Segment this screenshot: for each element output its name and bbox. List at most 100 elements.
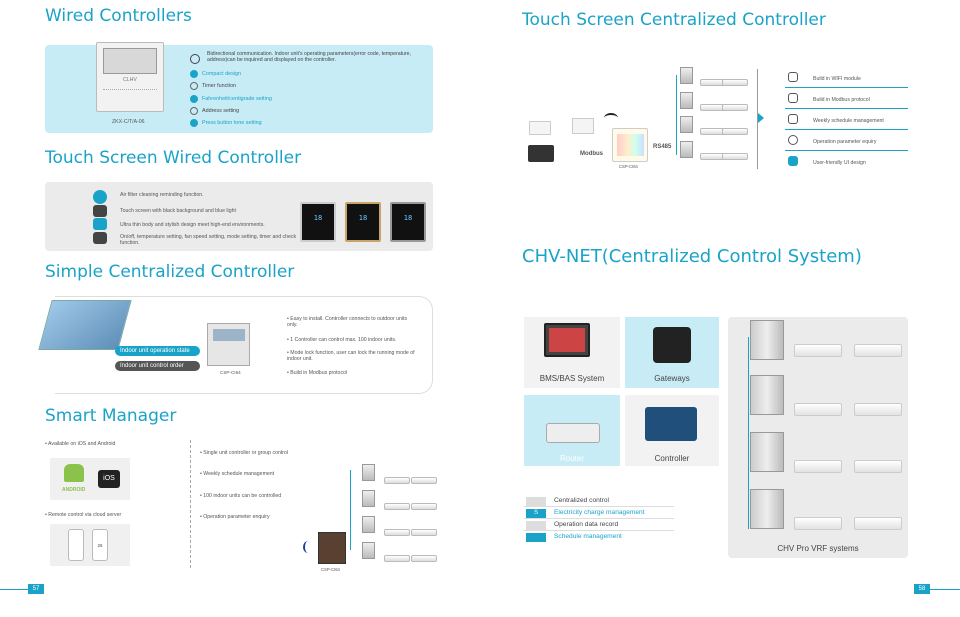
tile-gateways: Gateways bbox=[625, 317, 719, 388]
simple-feature-2: • 1 Controller can control max. 100 indo… bbox=[287, 337, 397, 343]
wired-controllers-title: Wired Controllers bbox=[45, 6, 192, 26]
phone-1 bbox=[68, 529, 84, 561]
controller-screen bbox=[103, 48, 157, 74]
controller-icon bbox=[645, 407, 697, 441]
communication-icon bbox=[190, 54, 200, 64]
touch-panel-gold: 18 bbox=[345, 202, 381, 242]
legend-4: Schedule management bbox=[524, 532, 674, 543]
app-store-box: ANDROID iOS bbox=[50, 458, 130, 500]
schedule-management-icon bbox=[526, 533, 546, 542]
smart-device-label: CSP-CI64 bbox=[321, 567, 340, 572]
central-feature-4: Operation parameter equiry bbox=[785, 131, 908, 151]
controller-buttons bbox=[103, 89, 157, 105]
smart-manager-title: Smart Manager bbox=[45, 406, 177, 426]
control-order-label: Indoor unit control order bbox=[115, 361, 200, 371]
router-device bbox=[572, 118, 594, 134]
wired-feature-3: Fahrenheit/centigrade setting bbox=[190, 95, 272, 103]
touch-panel-grey: 18 bbox=[390, 202, 426, 242]
simple-device-label: CSP-CI64 bbox=[220, 370, 241, 375]
central-touch-device bbox=[612, 128, 648, 162]
phone-2: 26 bbox=[92, 529, 108, 561]
location-icon bbox=[190, 107, 198, 115]
central-feature-3: Weekly schedule management bbox=[785, 110, 908, 130]
schedule-icon bbox=[788, 114, 798, 124]
bell-icon bbox=[190, 119, 198, 127]
android-label: ANDROID bbox=[62, 487, 86, 493]
user-icon bbox=[788, 156, 798, 166]
vrf-systems-label: CHV Pro VRF systems bbox=[777, 544, 859, 553]
page-number-58: 58 bbox=[914, 584, 930, 594]
legend-1: Centralized control bbox=[524, 496, 674, 507]
smart-gateway-device bbox=[318, 532, 346, 564]
wired-feature-5: Press button tone setting bbox=[190, 119, 262, 127]
thermometer-icon bbox=[190, 95, 198, 103]
rs485-label: RS485 bbox=[653, 144, 672, 150]
smart-right-2: • Weekly schedule management bbox=[200, 471, 275, 477]
wired-feature-4: Address setting bbox=[190, 107, 239, 115]
vrf-systems-panel: CHV Pro VRF systems bbox=[728, 317, 908, 558]
wall-switch bbox=[529, 121, 551, 135]
touch-feature-1: Air filter cleaning reminding function. bbox=[120, 192, 204, 198]
simple-feature-1: • Easy to install. Controller connects t… bbox=[287, 316, 408, 329]
filter-icon bbox=[93, 190, 107, 204]
central-feature-5: User-friendly UI design bbox=[785, 152, 908, 172]
centralized-control-icon bbox=[526, 497, 546, 506]
router-icon bbox=[546, 423, 600, 443]
search-icon bbox=[788, 135, 798, 145]
page-number-57: 57 bbox=[28, 584, 44, 594]
smart-right-1: • Single unit controller or group contro… bbox=[200, 450, 289, 456]
operation-state-label: Indoor unit operation state bbox=[115, 346, 200, 356]
wired-controller-device: CLHV bbox=[96, 42, 164, 112]
arrow-icon bbox=[758, 113, 764, 123]
settings-icon bbox=[93, 232, 107, 244]
simple-feature-4: • Build in Modbus protocol bbox=[287, 370, 348, 376]
gateway-icon bbox=[653, 327, 691, 363]
tile-router: Router bbox=[524, 395, 620, 466]
data-record-icon bbox=[526, 521, 546, 530]
timer-icon bbox=[190, 82, 198, 90]
smart-right-4: • Operation parameter enquiry bbox=[200, 514, 270, 520]
chvnet-title: CHV-NET(Centralized Control System) bbox=[522, 246, 862, 267]
phones-box: 26 bbox=[50, 524, 130, 566]
touch-wired-title: Touch Screen Wired Controller bbox=[45, 148, 302, 168]
legend-2: S Electricity charge management bbox=[524, 508, 674, 519]
simple-screen bbox=[213, 329, 245, 341]
protocol-icon bbox=[788, 93, 798, 103]
smart-item-2: • Remote control via cloud server bbox=[45, 512, 122, 518]
design-icon bbox=[93, 218, 107, 230]
modbus-label: Modbus bbox=[580, 151, 603, 157]
wifi-module-icon bbox=[788, 72, 798, 82]
smart-divider bbox=[190, 440, 191, 568]
simple-feature-3: • Mode lock function, user can lock the … bbox=[287, 350, 415, 363]
compact-icon bbox=[190, 70, 198, 78]
wired-model: ZKX-C/T/A-06 bbox=[112, 119, 145, 125]
simple-controller-device bbox=[207, 323, 250, 366]
tile-bms: BMS/BAS System bbox=[524, 317, 620, 388]
wired-feature-2: Timer function bbox=[190, 82, 236, 90]
central-feature-2: Build in Modbus protocol bbox=[785, 89, 908, 109]
android-icon bbox=[64, 464, 84, 482]
touch-central-title: Touch Screen Centralized Controller bbox=[522, 10, 826, 30]
simple-panel bbox=[55, 296, 433, 394]
touch-feature-2: Touch screen with black background and b… bbox=[120, 208, 236, 214]
simple-controller-title: Simple Centralized Controller bbox=[45, 262, 295, 282]
screen-icon bbox=[93, 205, 107, 217]
legend-3: Operation data record bbox=[524, 520, 674, 531]
central-screen bbox=[617, 134, 644, 156]
central-device-label: CSP-CI64 bbox=[619, 164, 638, 169]
electricity-icon: S bbox=[526, 509, 546, 518]
tile-controller: Controller bbox=[625, 395, 719, 466]
wifi-icon bbox=[604, 113, 618, 123]
smart-item-1: • Available on iOS and Android bbox=[45, 441, 116, 447]
wired-feature-1: Compact design bbox=[190, 70, 241, 78]
laptop-icon bbox=[544, 323, 590, 357]
touch-feature-4: On/off, temperature setting, fan speed s… bbox=[120, 234, 297, 247]
laptop-device bbox=[528, 145, 554, 162]
touch-feature-3: Ultra thin body and stylish design meet … bbox=[120, 222, 265, 228]
building-illustration bbox=[38, 300, 132, 350]
touch-panel-silver: 18 bbox=[300, 202, 336, 242]
smart-right-3: • 100 indoor units can be controlled bbox=[200, 493, 282, 499]
wifi-signal-icon bbox=[303, 541, 313, 553]
ios-icon: iOS bbox=[98, 470, 120, 488]
central-feature-1: Build in WIFI module bbox=[785, 68, 908, 88]
